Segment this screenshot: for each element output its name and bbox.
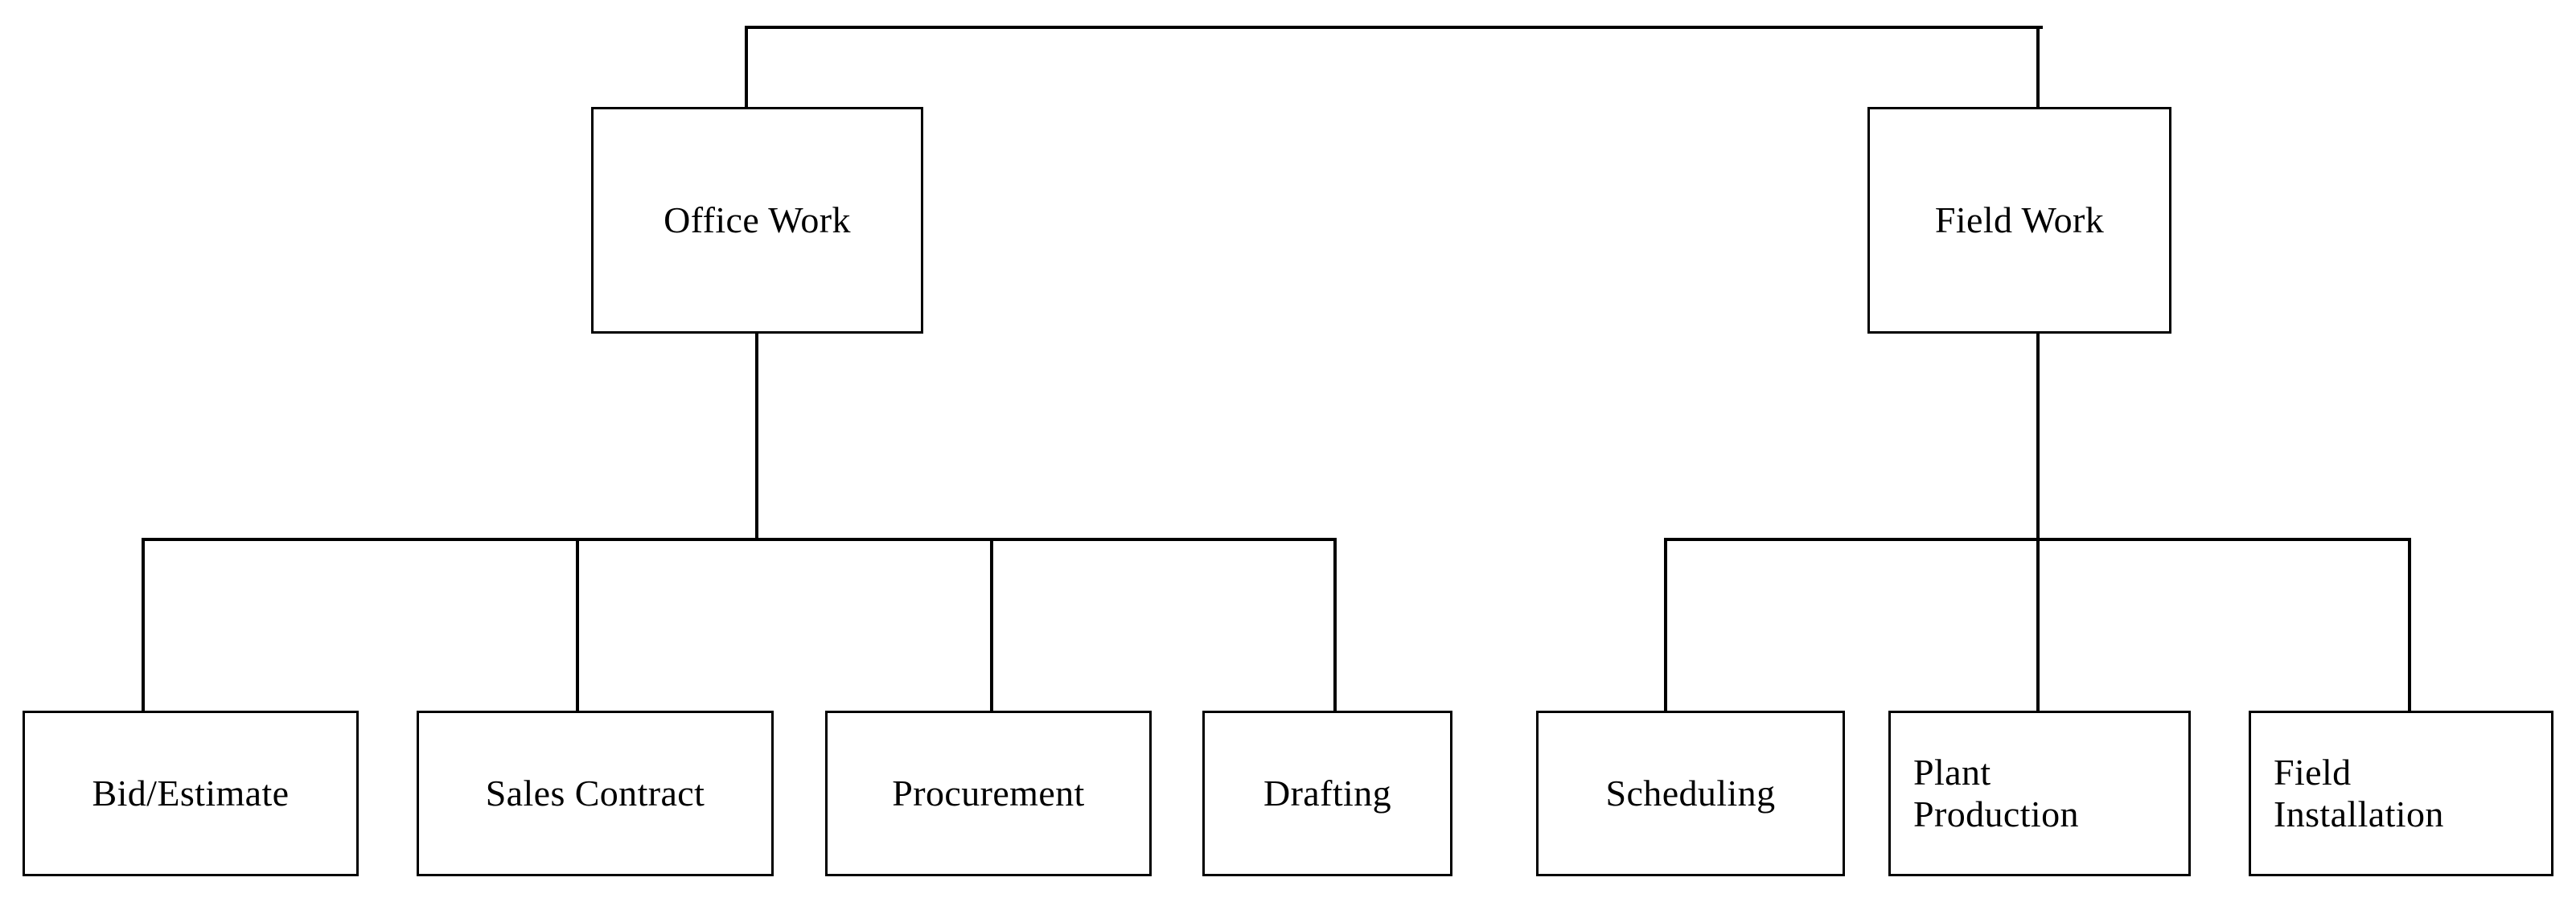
node-plant-production[interactable]: Plant Production: [1888, 711, 2191, 876]
node-field-work-label: Field Work: [1934, 199, 2105, 241]
node-drafting[interactable]: Drafting: [1202, 711, 1452, 876]
root-to-office-work-connector: [745, 26, 748, 109]
node-bid-estimate[interactable]: Bid/Estimate: [23, 711, 359, 876]
field-work-drop-plant-production: [2036, 538, 2040, 712]
node-bid-estimate-label: Bid/Estimate: [92, 773, 290, 814]
node-field-installation-label: Field Installation: [2274, 752, 2444, 834]
node-office-work[interactable]: Office Work: [591, 107, 923, 334]
root-to-field-work-connector: [2036, 26, 2040, 109]
node-field-installation[interactable]: Field Installation: [2249, 711, 2553, 876]
node-plant-production-label: Plant Production: [1913, 752, 2079, 834]
field-work-stem-connector: [2036, 332, 2040, 541]
node-procurement[interactable]: Procurement: [825, 711, 1152, 876]
node-sales-contract-label: Sales Contract: [485, 773, 705, 814]
office-work-drop-sales-contract: [576, 538, 579, 712]
node-scheduling[interactable]: Scheduling: [1536, 711, 1845, 876]
node-scheduling-label: Scheduling: [1605, 773, 1776, 814]
office-work-drop-drafting: [1333, 538, 1337, 712]
office-work-drop-procurement: [990, 538, 993, 712]
node-office-work-label: Office Work: [664, 199, 851, 241]
node-sales-contract[interactable]: Sales Contract: [417, 711, 774, 876]
node-field-work[interactable]: Field Work: [1867, 107, 2171, 334]
field-work-drop-field-installation: [2408, 538, 2411, 712]
node-drafting-label: Drafting: [1263, 773, 1392, 814]
node-procurement-label: Procurement: [892, 773, 1085, 814]
office-work-stem-connector: [755, 332, 758, 541]
root-horizontal-bar: [745, 26, 2043, 29]
office-work-branch-bar: [142, 538, 1337, 541]
office-work-drop-bid-estimate: [142, 538, 145, 712]
field-work-drop-scheduling: [1664, 538, 1667, 712]
